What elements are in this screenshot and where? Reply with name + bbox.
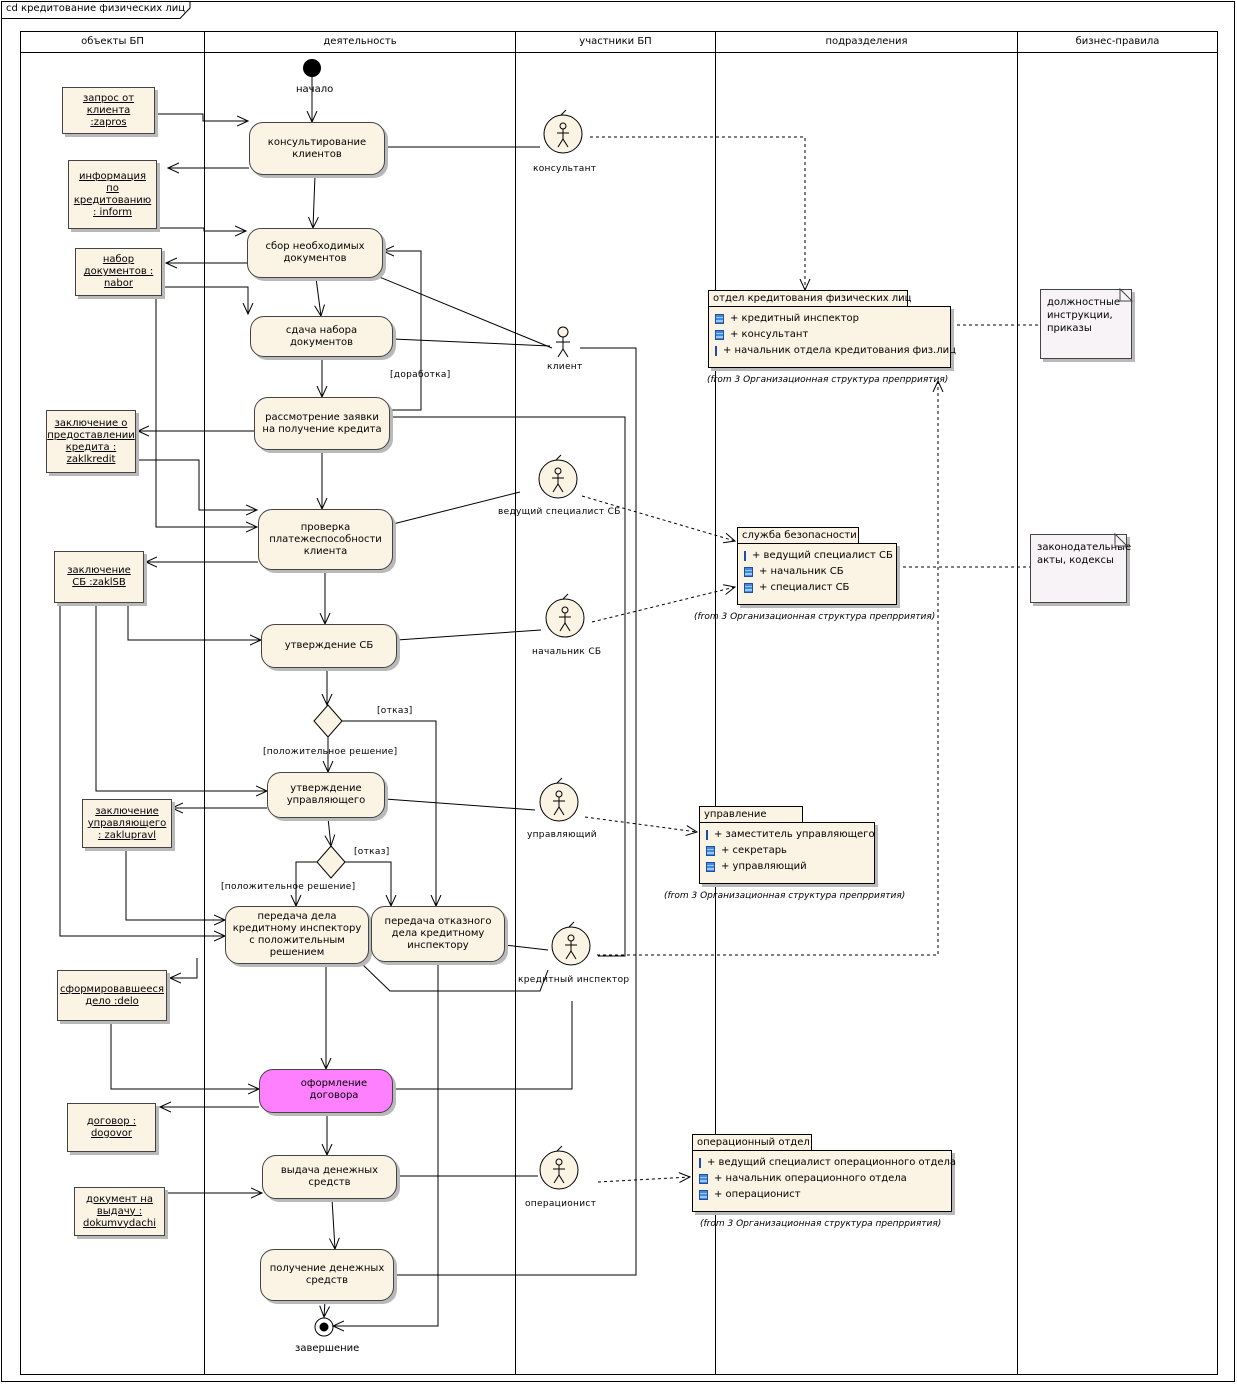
package-management-tab[interactable]: управление [699,806,803,822]
actor-client-icon [556,326,570,358]
package-operations-tab[interactable]: операционный отдел [692,1134,812,1150]
package-management-item: + управляющий [706,859,868,875]
package-operations[interactable]: + ведущий специалист операционного отдел… [692,1150,956,1212]
activity-contract[interactable]: оформление договора [259,1069,393,1113]
package-security[interactable]: + ведущий специалист СБ + начальник СБ +… [737,543,897,605]
lane-header-objects: объекты БП [81,36,144,47]
object-zapros[interactable]: запрос от клиента :zapros [62,87,155,134]
note-instructions[interactable]: должностные инструкции, приказы [1040,289,1132,359]
activity-approve-manager[interactable]: утверждение управляющего [267,772,385,818]
package-management-item: + заместитель управляющего [706,827,875,843]
object-dokumvydachi[interactable]: документ на выдачу : dokumvydachi [74,1187,165,1236]
package-security-from: (from 3 Организационная структура препрр… [694,612,936,622]
guard-reject-1: [отказ] [377,706,413,716]
attribute-icon [699,1158,701,1168]
actor-credit-inspector[interactable]: кредитный инспектор [518,975,630,985]
attribute-icon [699,1174,708,1184]
activity-collect[interactable]: сбор необходимых документов [247,228,383,278]
decision-manager [316,845,346,879]
package-security-item: + специалист СБ [744,580,890,596]
object-zaklkredit[interactable]: заключение о предоставлении кредита : za… [46,410,136,473]
object-inform[interactable]: информация по кредитованию : inform [68,160,157,229]
object-nabor[interactable]: набор документов : nabor [75,248,162,296]
package-security-item: + ведущий специалист СБ [744,548,893,564]
end-label: завершение [295,1343,360,1354]
actor-head-sb[interactable]: начальник СБ [532,647,602,657]
attribute-icon [715,346,717,356]
activity-review[interactable]: рассмотрение заявки на получение кредита [254,397,390,450]
package-management-item: + секретарь [706,843,868,859]
package-credit-tab[interactable]: отдел кредитования физических лиц [708,290,912,306]
package-credit-from: (from 3 Организационная структура препрр… [707,375,949,385]
note-laws[interactable]: законодательные акты, кодексы [1030,534,1131,603]
activity-issue[interactable]: выдача денежных средств [262,1155,397,1199]
activity-transfer-positive[interactable]: передача дела кредитному инспектору с по… [225,906,369,964]
object-zaklsb[interactable]: заключение СБ :zaklSB [54,551,144,603]
package-credit-item: + кредитный инспектор [715,311,944,327]
object-delo[interactable]: сформировавшееся дело :delo [57,970,167,1021]
package-management-from: (from 3 Организационная структура препрр… [664,891,906,901]
package-security-tab[interactable]: служба безопасности [737,527,859,543]
package-credit[interactable]: + кредитный инспектор + консультант + на… [708,306,956,368]
attribute-icon [706,846,715,856]
activity-approve-sb[interactable]: утверждение СБ [261,624,397,668]
package-credit-item: + начальник отдела кредитования физ.лиц [715,343,956,359]
attribute-icon [744,567,753,577]
diagram-title: cd кредитование физических лиц [6,3,186,14]
attribute-icon [699,1190,708,1200]
activity-transfer-negative[interactable]: передача отказного дела кредитному инспе… [371,906,505,962]
guard-rework: [доработка] [390,370,451,380]
package-security-item: + начальник СБ [744,564,890,580]
lane-header-activity: деятельность [323,36,397,47]
guard-positive-2: [положительное решение] [221,882,356,892]
activity-consult[interactable]: консультирование клиентов [249,122,385,175]
actor-operator[interactable]: операционист [525,1199,597,1209]
object-zaklupravl[interactable]: заключение управляющего : zaklupravl [82,799,172,848]
actor-manager[interactable]: управляющий [527,830,597,840]
actor-client[interactable]: клиент [547,362,583,372]
package-credit-item: + консультант [715,327,944,343]
package-operations-item: + операционист [699,1187,945,1203]
attribute-icon [744,551,746,561]
guard-reject-2: [отказ] [354,847,390,857]
actor-consultant[interactable]: консультант [533,164,597,174]
attribute-icon [715,330,724,340]
attribute-icon [744,583,753,593]
attribute-icon [715,314,724,324]
lane-header-rules: бизнес-правила [1075,36,1160,47]
lane-header-departments: подразделения [825,36,908,47]
package-operations-from: (from 3 Организационная структура препрр… [700,1219,942,1229]
activity-check[interactable]: проверка платежеспособности клиента [258,509,393,570]
package-management[interactable]: + заместитель управляющего + секретарь +… [699,822,875,884]
package-operations-item: + начальник операционного отдела [699,1171,945,1187]
start-node [303,59,321,77]
lane-header-participants: участники БП [579,36,652,47]
activity-submit[interactable]: сдача набора документов [250,316,393,357]
start-label: начало [296,84,334,95]
package-operations-item: + ведущий специалист операционного отдел… [699,1155,956,1171]
attribute-icon [706,830,708,840]
attribute-icon [706,862,715,872]
object-dogovor[interactable]: договор : dogovor [67,1103,156,1152]
activity-receive[interactable]: получение денежных средств [260,1249,394,1301]
actor-lead-sb[interactable]: ведущий специалист СБ [498,507,621,517]
guard-positive-1: [положительное решение] [263,747,398,757]
